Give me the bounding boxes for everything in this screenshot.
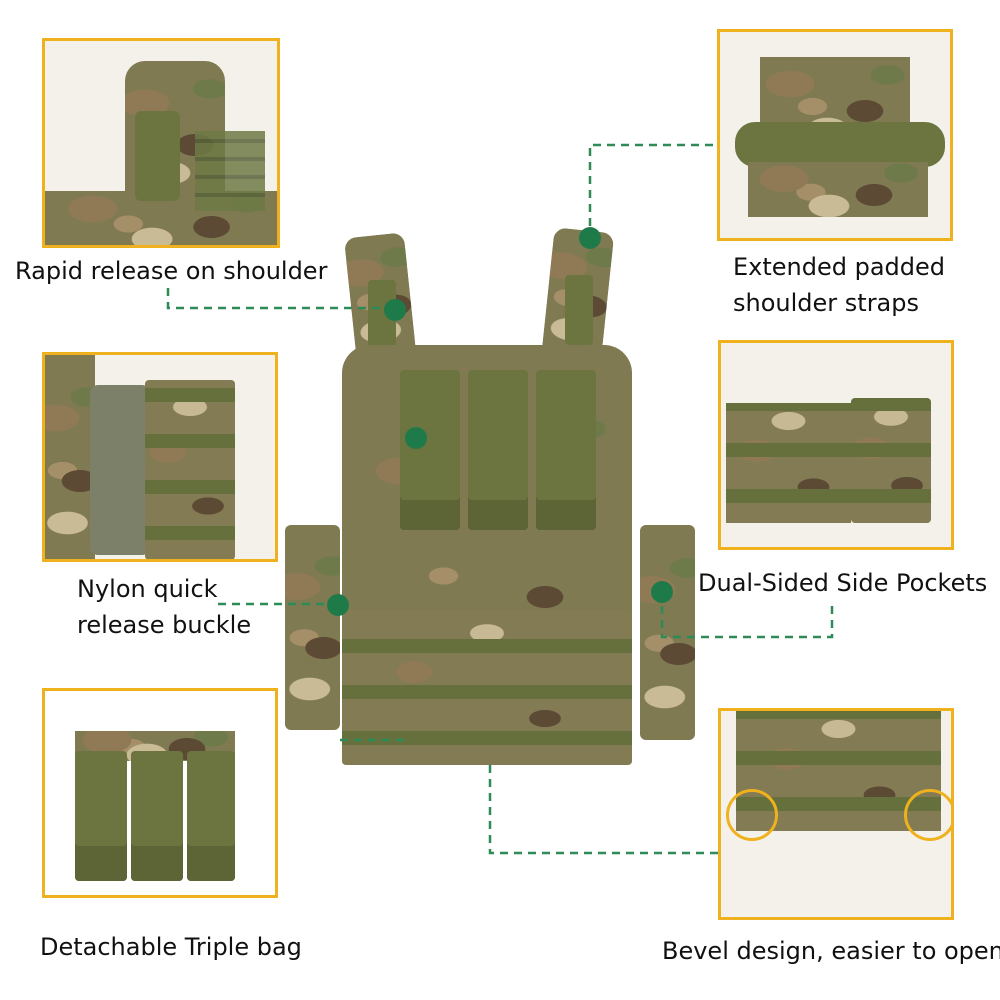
vest-image (280, 225, 720, 770)
triple-pouch (400, 360, 615, 530)
detail-frame-rapid-release (42, 38, 280, 248)
detail-frame-padded-straps (717, 29, 953, 241)
detail-frame-triple-bag (42, 688, 278, 898)
caption-nylon-buckle-2: release buckle (77, 611, 252, 639)
caption-padded-straps-1: Extended padded (733, 253, 946, 281)
bevel-highlight-right (904, 789, 951, 841)
marker-nylon-buckle (327, 594, 349, 616)
caption-padded-straps-2: shoulder straps (733, 289, 919, 317)
detail-frame-nylon-buckle (42, 352, 278, 562)
left-side-pocket (285, 525, 340, 730)
front-flap-panel (342, 610, 632, 765)
caption-rapid-release: Rapid release on shoulder (15, 257, 328, 285)
marker-side-pocket (651, 581, 673, 603)
caption-nylon-buckle-1: Nylon quick (77, 575, 218, 603)
caption-triple-bag: Detachable Triple bag (40, 933, 302, 961)
caption-side-pockets: Dual-Sided Side Pockets (698, 569, 988, 597)
bevel-highlight-left (726, 789, 778, 841)
detail-frame-side-pockets (718, 340, 954, 550)
marker-triple-pouch (405, 427, 427, 449)
caption-bevel-design: Bevel design, easier to open (662, 937, 1000, 965)
right-buckle (565, 275, 593, 345)
marker-padded-straps (579, 227, 601, 249)
marker-rapid-release (384, 299, 406, 321)
right-side-pocket (640, 525, 695, 740)
detail-frame-bevel-design (718, 708, 954, 920)
